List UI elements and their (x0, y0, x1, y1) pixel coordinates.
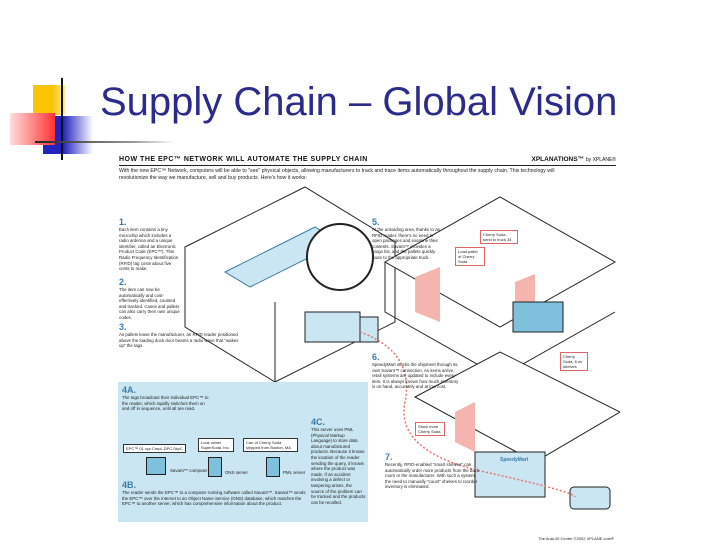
step-4a: 4A.The tags broadcast their individual E… (122, 385, 209, 412)
truck-left (304, 311, 379, 343)
logo-horizontal-line (35, 141, 175, 143)
brand-by: by XPLANE® (585, 157, 616, 163)
ons-label: ONS server (225, 470, 248, 475)
divider (119, 165, 616, 166)
rfid-beam-7 (455, 402, 475, 452)
route-line (359, 331, 576, 498)
callout-load-pallet: Load pallet of Cherry Soda (455, 247, 485, 266)
network-panel: 4A.The tags broadcast their individual E… (118, 382, 368, 522)
pml-server-icon (266, 457, 280, 477)
van (569, 486, 611, 510)
callout-on-shelves: Cherry Soda, 6 on shelves (560, 352, 588, 371)
callout-send-truck: Cherry Soda, send to truck 34 (480, 230, 518, 244)
intro-text: With the new EPC™ Network, computers wil… (119, 168, 555, 181)
store-sign: SpeedyMart (500, 457, 529, 463)
look-under-label: Look under SuperSoda, Inc. (198, 438, 234, 452)
callout-stock-more: Stock more Cherry Soda (415, 422, 445, 436)
brand: XPLANATIONS™ by XPLANE® (531, 156, 616, 163)
step-1: 1.Each item contains a tiny microchip wh… (119, 217, 179, 272)
illustration (183, 186, 620, 510)
credit: The Auto-ID Center ©2002 XPLANE.com® (538, 536, 614, 541)
logo-red-square (10, 113, 55, 145)
step-7: 7.Recently, RFID-enabled "smart shelves"… (385, 452, 480, 490)
step-5: 5.At the unloading area, thanks to an RF… (372, 217, 441, 260)
step-4b: 4B.The reader sends the EPC™ to a comput… (122, 480, 306, 507)
infographic-heading: HOW THE EPC™ NETWORK WILL AUTOMATE THE S… (119, 156, 368, 163)
step-3: 3.As pallets leave the manufacturer, an … (119, 322, 239, 349)
logo-yellow-square (33, 85, 65, 115)
slide-title: Supply Chain – Global Vision (100, 80, 618, 124)
savant-label: Savant™ computer (170, 468, 208, 473)
computer-icon (146, 457, 166, 475)
store-front (474, 451, 546, 498)
step-6: 6.SpeedyMart stocks the shipment through… (372, 352, 459, 390)
ons-server-icon (208, 457, 222, 477)
truck-right (512, 301, 564, 333)
warehouse-roof (383, 196, 617, 328)
tag-magnifier (306, 223, 374, 291)
pml-label: PML server (283, 470, 306, 475)
epc-code-label: EPC™ 01.xyz.CmpL.DPC.0kpC (123, 444, 186, 453)
rfid-beam-5 (415, 267, 440, 322)
can-of-soda-label: Can of Cherry Soda shipped from Boston, … (243, 438, 298, 452)
store-floor (413, 351, 620, 463)
step-2: 2.The item can now be automatically and … (119, 277, 180, 320)
logo-vertical-line (61, 78, 63, 160)
epc-infographic: HOW THE EPC™ NETWORK WILL AUTOMATE THE S… (115, 152, 620, 545)
step-4c: 4C.This server uses PML (Physical Markup… (311, 417, 366, 505)
brand-name: XPLANATIONS™ (531, 156, 585, 163)
